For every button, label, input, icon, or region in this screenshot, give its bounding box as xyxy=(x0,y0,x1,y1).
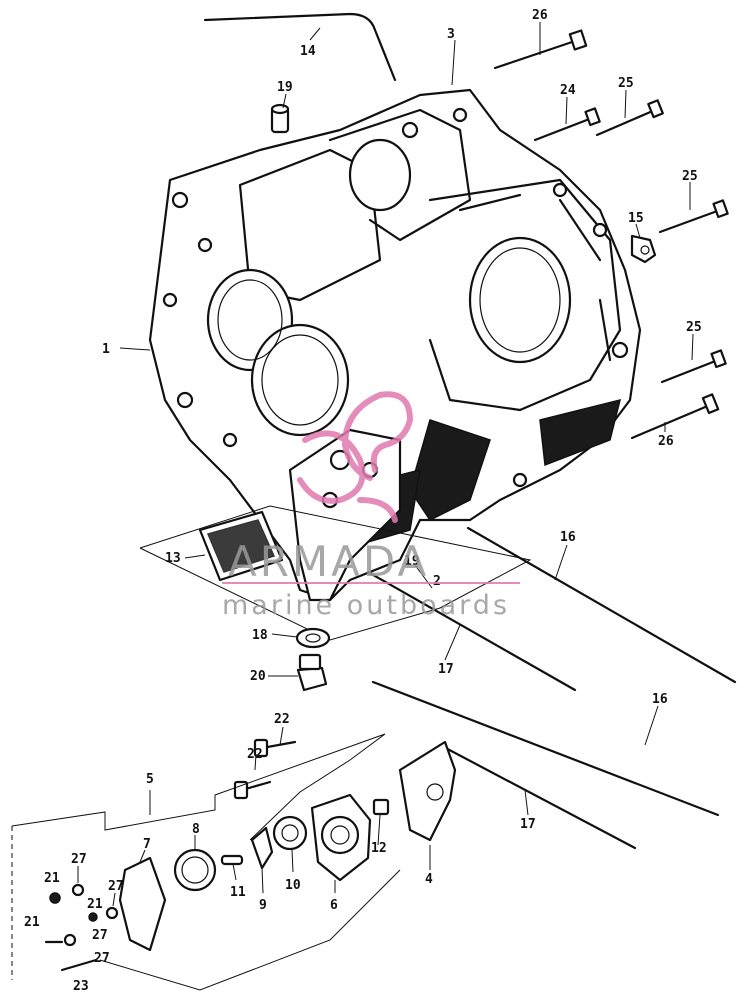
leader-lines xyxy=(77,22,694,907)
gasket-8 xyxy=(173,848,217,892)
sealing-washer-18 xyxy=(295,627,331,649)
washer-27-b xyxy=(105,906,119,920)
callout-27-a: 27 xyxy=(71,852,87,867)
callout-9: 9 xyxy=(259,898,267,913)
callout-17-lower: 17 xyxy=(520,817,536,832)
watermark-subtitle: marine outboards xyxy=(222,590,510,621)
gasket-4 xyxy=(398,740,457,842)
stud-17-upper xyxy=(366,570,577,692)
callout-25-low: 25 xyxy=(686,320,702,335)
callout-21-c: 21 xyxy=(24,915,40,930)
callout-25-mid: 25 xyxy=(682,169,698,184)
callout-26-low: 26 xyxy=(658,434,674,449)
watermark: ARMADA marine outboards xyxy=(222,391,520,621)
callout-labels: 1 2 3 4 5 6 7 8 9 10 11 12 13 14 15 16 1… xyxy=(24,8,702,994)
callout-22-b: 22 xyxy=(247,747,263,762)
callout-2: 2 xyxy=(433,574,441,589)
callout-7: 7 xyxy=(143,837,151,852)
callout-21-b: 21 xyxy=(87,897,103,912)
callout-19-top: 19 xyxy=(277,80,293,95)
pump-cover-7 xyxy=(118,856,167,952)
callout-23: 23 xyxy=(73,979,89,994)
callout-6: 6 xyxy=(330,898,338,913)
bolt-22-b xyxy=(233,780,272,800)
bolt-25-low xyxy=(660,349,727,384)
callout-25-top: 25 xyxy=(618,76,634,91)
callout-20: 20 xyxy=(250,669,266,684)
callout-22-a: 22 xyxy=(274,712,290,727)
drain-plug-20 xyxy=(296,653,328,692)
callout-13: 13 xyxy=(165,551,181,566)
callout-27-c: 27 xyxy=(92,928,108,943)
bolt-24 xyxy=(533,107,601,142)
callout-19-lower: 19 xyxy=(404,554,420,569)
callout-21-a: 21 xyxy=(44,871,60,886)
bolt-25-top xyxy=(595,99,664,137)
callout-8: 8 xyxy=(192,822,200,837)
callout-5: 5 xyxy=(146,772,154,787)
callout-11: 11 xyxy=(230,885,246,900)
stud-17-lower xyxy=(438,743,637,850)
crankcase-assembly xyxy=(148,88,642,602)
stud-26-low xyxy=(630,393,720,440)
callout-14: 14 xyxy=(300,44,316,59)
rotor-9 xyxy=(250,826,274,870)
nut-12 xyxy=(372,798,390,816)
stud-16-upper xyxy=(466,526,737,684)
callout-17-upper: 17 xyxy=(438,662,454,677)
watermark-title: ARMADA xyxy=(228,537,429,586)
callout-24: 24 xyxy=(560,83,576,98)
bolt-22-a xyxy=(253,738,297,758)
callout-15: 15 xyxy=(628,211,644,226)
stud-26-top xyxy=(493,29,588,70)
oil-strainer-screen xyxy=(198,510,284,582)
callout-12: 12 xyxy=(371,841,387,856)
callout-26-top: 26 xyxy=(532,8,548,23)
callout-27-d: 27 xyxy=(94,951,110,966)
oil-pump-body-6 xyxy=(310,793,372,882)
rotor-10 xyxy=(272,815,308,851)
callout-16-upper: 16 xyxy=(560,530,576,545)
screw-21-b xyxy=(88,912,98,922)
callout-1: 1 xyxy=(102,342,110,357)
callout-3: 3 xyxy=(447,27,455,42)
callout-10: 10 xyxy=(285,878,301,893)
screw-23 xyxy=(60,958,98,972)
bolt-25-mid xyxy=(658,199,729,234)
callout-16-lower: 16 xyxy=(652,692,668,707)
washer-27-a xyxy=(71,883,85,897)
washer-27-c xyxy=(63,933,77,947)
screw-21-a xyxy=(49,892,61,904)
callout-18: 18 xyxy=(252,628,268,643)
clamp-15 xyxy=(630,234,657,264)
callout-4: 4 xyxy=(425,872,433,887)
callout-27-b: 27 xyxy=(108,879,124,894)
seahorse-logo xyxy=(297,391,414,523)
stud-16-lower xyxy=(371,680,720,817)
dowel-pin-top xyxy=(270,103,290,134)
pin-11 xyxy=(220,854,244,866)
